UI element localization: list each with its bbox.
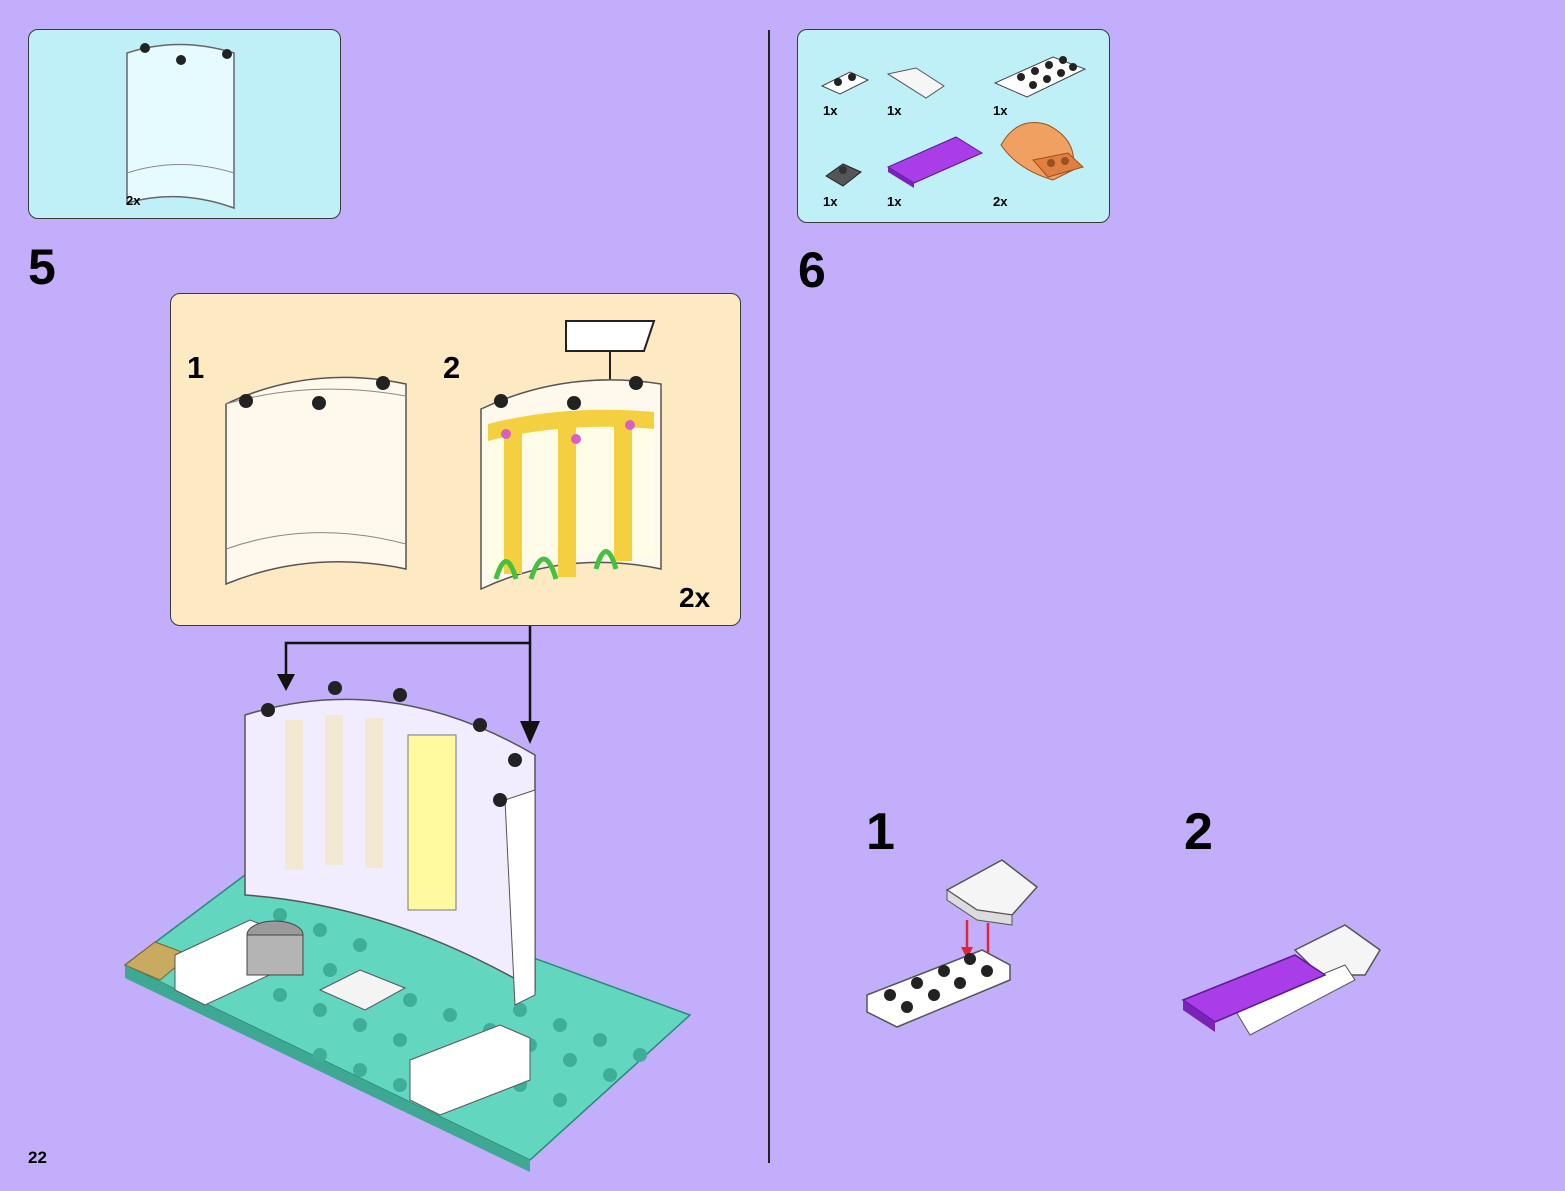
plate-2x4-icon bbox=[993, 56, 1087, 98]
plate-1x2-icon bbox=[820, 71, 870, 95]
page-divider bbox=[768, 30, 770, 1163]
substep-number: 1 bbox=[187, 350, 205, 385]
part-qty: 1x bbox=[887, 103, 902, 118]
step5-model-illustration bbox=[123, 681, 692, 1172]
curved-panel-icon bbox=[126, 43, 235, 210]
shell-orange-icon bbox=[1000, 122, 1084, 181]
substep2-illustration bbox=[1181, 924, 1381, 1036]
substep1-illustration bbox=[866, 859, 1039, 1028]
tile-purple-icon bbox=[886, 136, 984, 188]
substep-number: 2 bbox=[1184, 803, 1213, 861]
part-qty: 1x bbox=[887, 194, 902, 209]
page-number: 22 bbox=[28, 1148, 47, 1167]
callout-multiplier: 2x bbox=[679, 582, 711, 613]
step5-parts-panel: 2x bbox=[28, 29, 341, 219]
round-plate-dark-grey-icon bbox=[825, 163, 862, 187]
assembly-arrow-icon bbox=[277, 626, 540, 744]
step5-callout: 1 2 2x bbox=[170, 293, 741, 626]
part-qty: 1x bbox=[823, 194, 838, 209]
step-number: 6 bbox=[798, 242, 826, 298]
step6-parts-panel: 1x 1x 1x 1x 1x 2x bbox=[797, 29, 1110, 223]
decorated-curved-panel-icon bbox=[480, 320, 662, 591]
plain-curved-panel-icon bbox=[225, 376, 407, 586]
part-qty: 2x bbox=[126, 193, 141, 208]
substep-number: 1 bbox=[866, 803, 895, 861]
step-number: 5 bbox=[28, 239, 56, 295]
part-qty: 1x bbox=[993, 103, 1008, 118]
substep-number: 2 bbox=[443, 350, 461, 385]
part-qty: 2x bbox=[993, 194, 1008, 209]
curved-slope-icon bbox=[886, 67, 945, 99]
part-qty: 1x bbox=[823, 103, 838, 118]
